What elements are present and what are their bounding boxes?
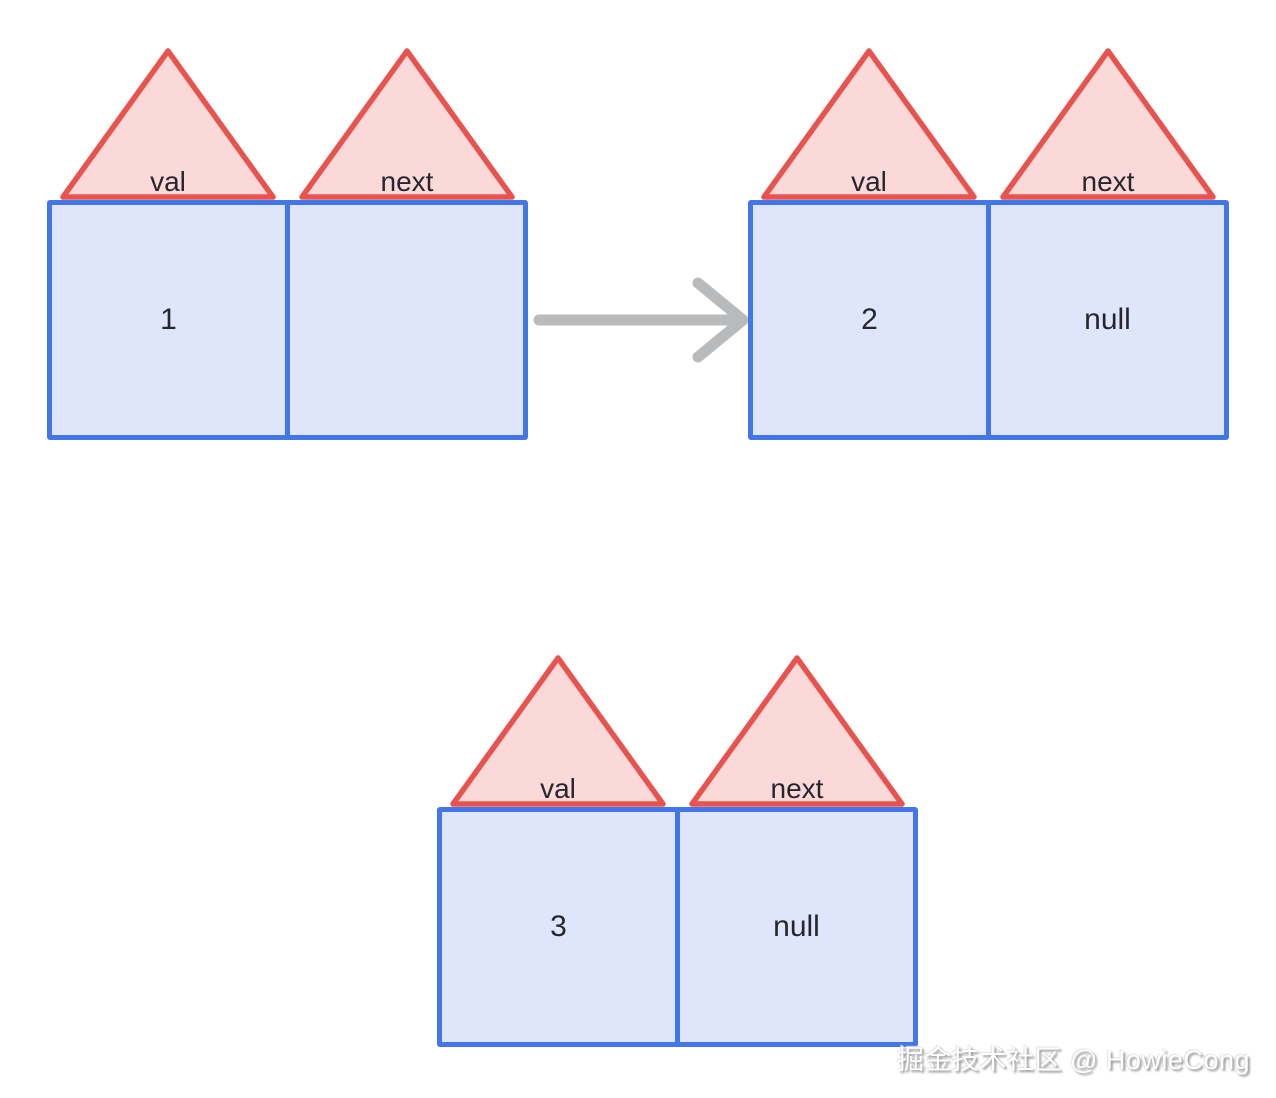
next-field-triangle-icon [1000, 48, 1216, 200]
next-field-triangle-icon [299, 48, 515, 200]
val-field-triangle-icon [450, 655, 666, 807]
next-cell: null [986, 200, 1229, 440]
val-field-triangle-icon [761, 48, 977, 200]
val-cell: 3 [437, 807, 680, 1047]
val-field-label: val [851, 166, 887, 197]
next-field-triangle-icon [689, 655, 905, 807]
next-field-label: next [1081, 166, 1135, 197]
watermark: 掘金技术社区 @ HowieCong [897, 1045, 1250, 1075]
val-cell: 1 [47, 200, 290, 440]
node-cells: 1 [47, 200, 528, 440]
val-field-label: val [540, 773, 576, 804]
next-field-label: next [770, 773, 824, 804]
val-field-label: val [150, 166, 186, 197]
val-cell-value: 1 [160, 303, 177, 336]
list-node-1: val next 1 [47, 45, 528, 443]
val-cell-value: 2 [861, 303, 878, 336]
node-cells: 2 null [748, 200, 1229, 440]
node-cells: 3 null [437, 807, 918, 1047]
val-cell: 2 [748, 200, 991, 440]
next-cell [285, 200, 528, 440]
list-node-3: val next 3 null [437, 652, 918, 1050]
next-cell: null [675, 807, 918, 1047]
next-pointer-arrow-icon [533, 277, 749, 363]
next-field-label: next [380, 166, 434, 197]
val-cell-value: 3 [550, 910, 567, 943]
list-node-2: val next 2 null [748, 45, 1229, 443]
val-field-triangle-icon [60, 48, 276, 200]
next-cell-value: null [773, 910, 820, 943]
next-cell-value: null [1084, 303, 1131, 336]
